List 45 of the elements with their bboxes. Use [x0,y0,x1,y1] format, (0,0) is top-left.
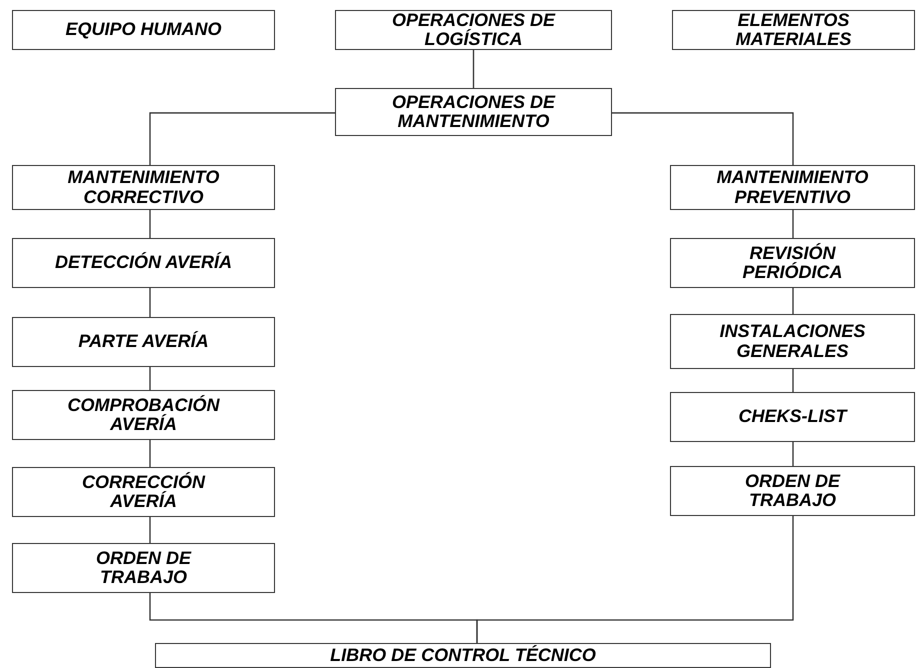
connector-line [792,288,794,314]
process-box [155,643,771,668]
process-box [12,543,275,593]
box-label: INSTALACIONES GENERALES [718,322,866,361]
process-box [670,238,915,288]
box-label: OPERACIONES DE LOGÍSTICA [390,10,556,50]
box-label: MANTENIMIENTO PREVENTIVO [716,168,870,207]
connector-line [792,442,794,466]
connector-line [472,50,474,88]
box-label: DETECCIÓN AVERÍA [54,253,233,273]
box-label: OPERACIONES DE MANTENIMIENTO [390,92,556,132]
process-box [12,467,275,517]
process-box [12,390,275,440]
process-box [12,317,275,367]
process-box [335,10,612,50]
box-label: ORDEN DE TRABAJO [744,472,842,510]
connector-line [792,210,794,238]
process-box [12,165,275,210]
process-box [670,165,915,210]
process-box [12,10,275,50]
box-label: ORDEN DE TRABAJO [94,548,192,588]
box-label: COMPROBACIÓN AVERÍA [66,396,221,434]
process-box [670,392,915,442]
connector-line [149,440,151,467]
connector-line [149,210,151,238]
connector-line [149,517,151,543]
box-label: PARTE AVERÍA [77,332,210,352]
process-box [670,314,915,369]
process-box [335,88,612,136]
connector-line [612,112,794,165]
box-label: CORRECCIÓN AVERÍA [80,472,206,512]
connector-line [149,112,335,165]
process-box [672,10,915,50]
box-label: MANTENIMIENTO CORRECTIVO [66,168,220,207]
process-box [12,238,275,288]
box-label: CHEKS-LIST [738,407,849,427]
process-box [670,466,915,516]
box-label: EQUIPO HUMANO [64,20,222,40]
connector-line [792,369,794,392]
box-label: ELEMENTOS MATERIALES [734,10,852,50]
connector-line [149,367,151,390]
connector-line [149,288,151,317]
box-label: REVISIÓN PERIÓDICA [741,244,844,282]
connector-line [476,516,794,643]
box-label: LIBRO DE CONTROL TÉCNICO [329,646,597,666]
